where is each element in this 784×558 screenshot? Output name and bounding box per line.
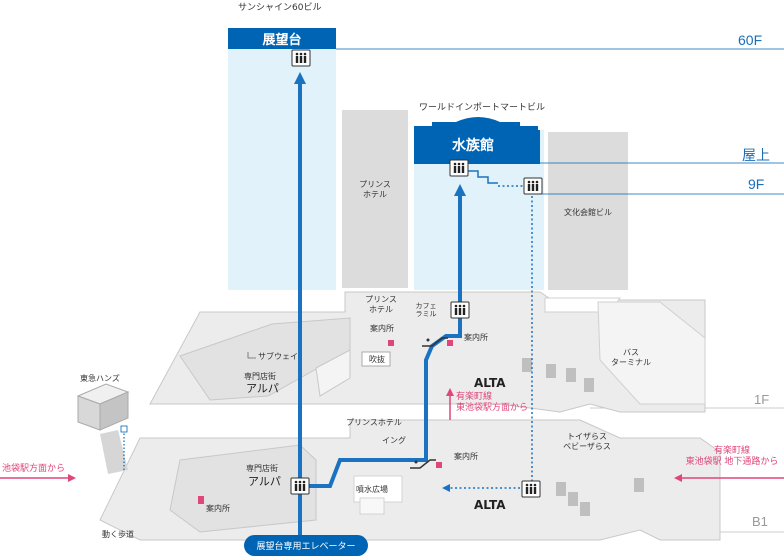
observatory-header: 展望台 bbox=[228, 28, 336, 49]
world-import-label: ワールドインポートマートビル bbox=[419, 103, 546, 113]
alpa-1f-label: アルパ bbox=[246, 382, 279, 395]
observatory-route bbox=[298, 82, 462, 540]
floor-label-60f: 60F bbox=[738, 32, 763, 48]
floor-label-b1: B1 bbox=[752, 514, 768, 529]
alpa-shop-1f-label: 専門店街 bbox=[244, 372, 276, 381]
aquarium-route-arrow bbox=[454, 184, 466, 196]
alta-1f-label: ALTA bbox=[474, 376, 506, 390]
prince-hotel-building-label: プリンス ホテル bbox=[359, 180, 391, 199]
info-b1-left-label: 案内所 bbox=[206, 504, 230, 513]
prince-hotel-building bbox=[342, 110, 408, 288]
info-b1-label: 案内所 bbox=[454, 452, 478, 461]
subway-label: サブウェイ bbox=[258, 352, 298, 361]
escalator-markers bbox=[522, 358, 644, 516]
arrow-yurakucho-b1 bbox=[674, 474, 784, 482]
alpa-b1-label: アルパ bbox=[248, 475, 281, 488]
floor-label-1f: 1F bbox=[754, 392, 770, 407]
aquarium-roof bbox=[414, 117, 538, 130]
escalator-glyph-1f bbox=[422, 337, 448, 347]
bus-terminal-label: バス ターミナル bbox=[611, 348, 651, 367]
observatory-elevator-label: 展望台専用エレベーター bbox=[244, 535, 368, 556]
prince-hotel-1f-label: プリンス ホテル bbox=[365, 295, 397, 314]
toys-label: トイザらス ベビーザらス bbox=[563, 432, 611, 451]
walkway-label: 動く歩道 bbox=[102, 530, 134, 539]
cafe-label: カフェ ラミル bbox=[415, 302, 437, 319]
sunshine60-label: サンシャイン60ビル bbox=[238, 3, 322, 13]
floor-label-rooftop: 屋上 bbox=[742, 147, 770, 163]
arrow-yurakucho-1f bbox=[446, 388, 454, 420]
aquarium-stairs bbox=[468, 170, 498, 184]
observatory-route-arrow bbox=[294, 72, 306, 84]
arrow-ikebukuro bbox=[0, 474, 76, 482]
dotted-route-arrow bbox=[442, 484, 450, 492]
elevator-icon-b1-alta bbox=[521, 480, 541, 498]
floor-b1-plate bbox=[99, 419, 721, 541]
escalator-glyph-b1 bbox=[410, 459, 436, 469]
elevator-icon-b1-alpa bbox=[290, 477, 310, 495]
bunka-building bbox=[548, 132, 628, 290]
elevator-icon-9f bbox=[523, 177, 543, 195]
alpa-shop-b1-label: 専門店街 bbox=[246, 464, 278, 473]
yurakucho-1f-label: 有楽町線 東池袋駅方面から bbox=[456, 392, 529, 414]
info-1f-b-label: 案内所 bbox=[464, 333, 488, 342]
elevator-icon-1f bbox=[450, 301, 470, 319]
floor-label-9f: 9F bbox=[748, 176, 765, 192]
floor-1f-plate bbox=[149, 291, 706, 413]
subway-leader bbox=[247, 352, 256, 359]
alta-b1-label: ALTA bbox=[474, 498, 506, 512]
elevator-icon-aquarium bbox=[449, 159, 469, 177]
ikebukuro-label: 池袋駅方面から bbox=[2, 464, 66, 474]
fountain-label: 噴水広場 bbox=[356, 485, 388, 494]
yurakucho-b1-label: 有楽町線 東池袋駅 地下通路から bbox=[685, 446, 779, 468]
bunka-building-label: 文化会館ビル bbox=[564, 208, 612, 217]
elevator-icon-60f bbox=[291, 49, 311, 67]
tokyu-hands-cube bbox=[76, 383, 130, 474]
sunshine60-building bbox=[228, 28, 336, 290]
info-marker-1f-a bbox=[388, 340, 394, 346]
aquarium-title: 水族館 bbox=[452, 138, 494, 154]
aquarium-header-bg bbox=[414, 130, 540, 164]
tokyu-hands-label: 東急ハンズ bbox=[80, 374, 120, 383]
prince-hotel-b1-label: プリンスホテル bbox=[346, 418, 402, 427]
info-marker-b1-left bbox=[198, 496, 204, 504]
ing-label: イング bbox=[382, 436, 406, 445]
dotted-route bbox=[446, 185, 533, 489]
info-1f-a-label: 案内所 bbox=[370, 324, 394, 333]
fukinuke-label: 吹抜 bbox=[369, 355, 385, 364]
info-marker-1f-b bbox=[447, 340, 453, 346]
info-marker-b1 bbox=[436, 462, 442, 468]
